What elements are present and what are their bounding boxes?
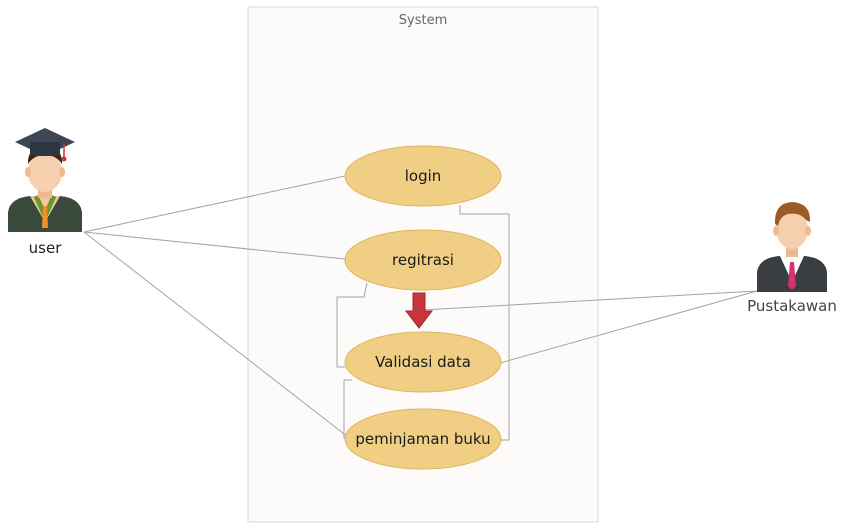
actor-staff[interactable]: Pustakawan: [747, 202, 837, 315]
system-title: System: [399, 13, 447, 28]
connector-login-peminjaman: [459, 205, 510, 441]
usecase-validasi-label: Validasi data: [375, 353, 471, 371]
businessman-icon: [757, 202, 827, 292]
link-user-login: [83, 175, 346, 233]
usecase-login-label: login: [405, 167, 442, 185]
link-staff-arrow: [421, 290, 758, 311]
user-associations: [83, 175, 349, 438]
staff-associations: [421, 290, 758, 364]
graduate-person-icon: [8, 128, 82, 232]
down-arrow-icon: [404, 292, 434, 329]
usecase-peminjaman-shape: [344, 408, 502, 470]
usecase-registrasi-shape: [344, 229, 502, 291]
usecase-validasi[interactable]: Validasi data: [344, 331, 502, 393]
usecase-validasi-shape: [344, 331, 502, 393]
actor-user-label: user: [29, 239, 63, 257]
connector-registrasi-validasi: [336, 282, 368, 368]
usecase-registrasi-label: regitrasi: [392, 251, 454, 269]
usecase-peminjaman-label: peminjaman buku: [355, 430, 490, 448]
link-user-registrasi: [83, 231, 346, 260]
usecase-registrasi[interactable]: regitrasi: [344, 229, 502, 291]
usecase-login[interactable]: login: [344, 145, 502, 207]
usecase-peminjaman[interactable]: peminjaman buku: [344, 408, 502, 470]
link-user-peminjaman: [83, 231, 349, 438]
actor-user[interactable]: user: [8, 128, 82, 257]
usecase-login-shape: [344, 145, 502, 207]
link-staff-validasi: [499, 290, 758, 364]
actor-staff-label: Pustakawan: [747, 297, 837, 315]
